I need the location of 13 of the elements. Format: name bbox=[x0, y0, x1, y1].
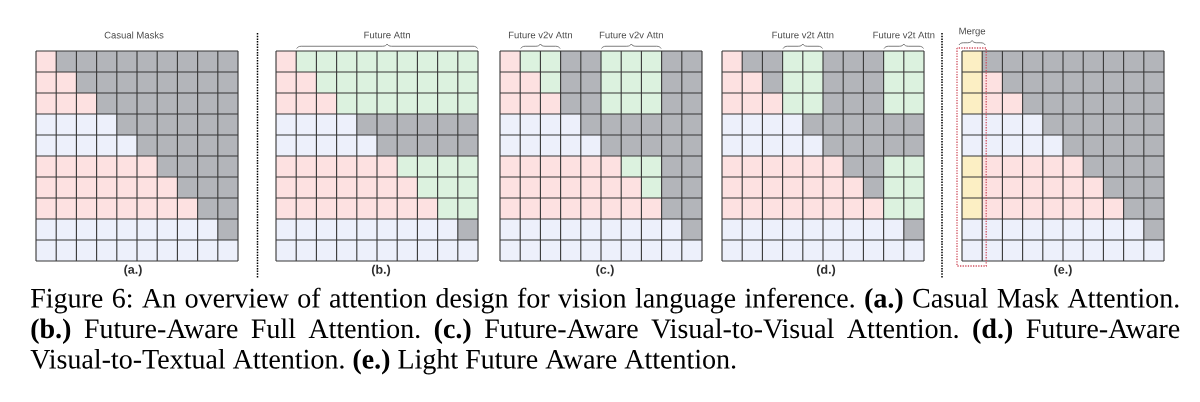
panel-label: (a.) bbox=[124, 264, 142, 277]
caption: Figure 6: An overview of attention design for vision language inference. (a.) Casual Mask Attention. (b.) Future-Aware Full Attention. (c.) Future-Aware Visual-to-Visual Attention. (d.) Future-Aware Visual-to-Textual Attention. (e.) Light Future Aware Attention. bbox=[30, 287, 1180, 375]
panel-label: (e.) bbox=[1054, 264, 1072, 277]
brace-label: Future v2t Attn bbox=[873, 31, 935, 39]
panel-title: Casual Masks bbox=[104, 31, 164, 39]
panel-label: (b.) bbox=[371, 264, 391, 277]
brace-label: Future v2v Attn bbox=[509, 31, 572, 39]
brace-label: Future v2v Attn bbox=[599, 31, 663, 39]
brace-label: Future Attn bbox=[364, 31, 410, 39]
panel-label: (c.) bbox=[596, 264, 614, 277]
brace-label: Future v2t Attn bbox=[772, 31, 834, 39]
brace-label: Merge bbox=[959, 27, 986, 37]
panel-label: (d.) bbox=[816, 264, 836, 277]
